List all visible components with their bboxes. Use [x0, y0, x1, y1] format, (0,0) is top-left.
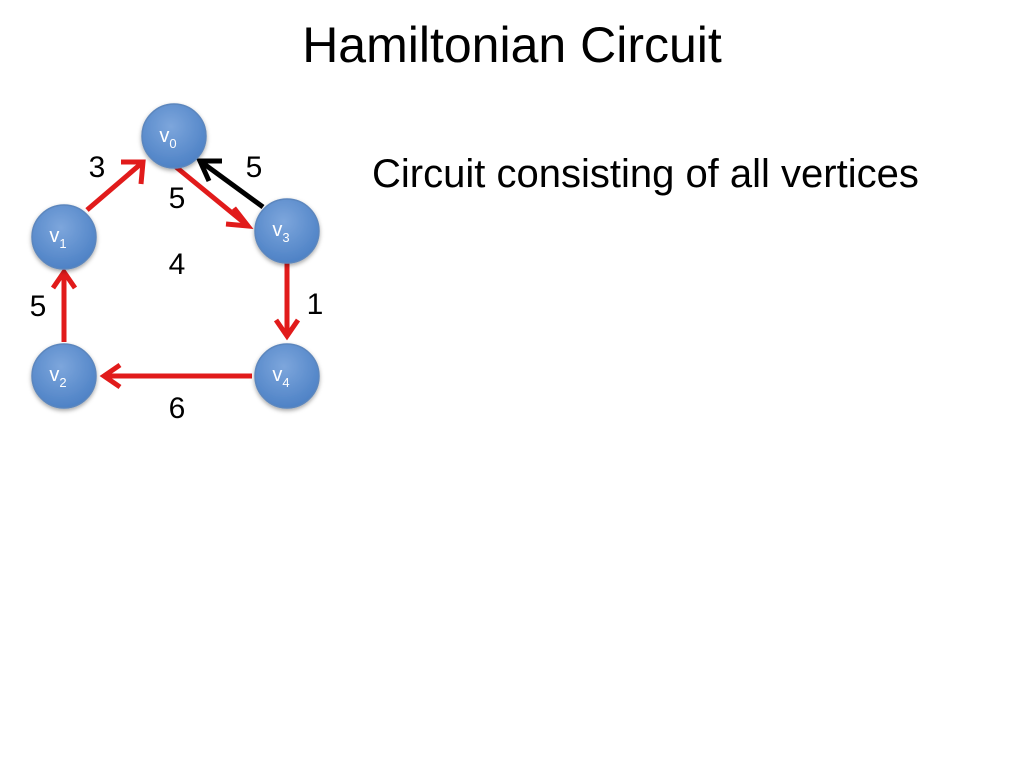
weight-unlabeled-center: 4 — [169, 248, 186, 281]
weight-v1-v0: 3 — [89, 151, 106, 184]
edge-v1-v0 — [85, 159, 146, 212]
edge-v3-v0 — [196, 158, 265, 210]
vertex-v0: v0 — [141, 103, 207, 169]
vertex-v4: v4 — [254, 343, 320, 409]
svg-text:v2: v2 — [49, 364, 66, 390]
slide-title: Hamiltonian Circuit — [302, 17, 722, 73]
weight-v2-v1: 5 — [30, 290, 47, 323]
svg-text:v0: v0 — [159, 125, 176, 151]
weight-v3-v0: 5 — [246, 151, 263, 184]
weight-v3-v4: 1 — [307, 288, 324, 321]
edge-v0-v3 — [174, 165, 254, 230]
svg-text:v4: v4 — [272, 364, 289, 390]
vertex-v2: v2 — [31, 343, 97, 409]
weight-v0-v3: 5 — [169, 182, 186, 215]
vertex-v1: v1 — [31, 204, 97, 270]
weight-v4-v2: 6 — [169, 392, 186, 425]
svg-text:v1: v1 — [49, 225, 66, 251]
bullet-text: Circuit consisting of all vertices — [372, 152, 919, 196]
edge-v4-v2 — [99, 362, 252, 390]
edge-v3-v4 — [273, 262, 301, 341]
edge-v2-v1 — [50, 267, 78, 342]
vertex-v3: v3 — [254, 198, 320, 264]
svg-text:v3: v3 — [272, 219, 289, 245]
